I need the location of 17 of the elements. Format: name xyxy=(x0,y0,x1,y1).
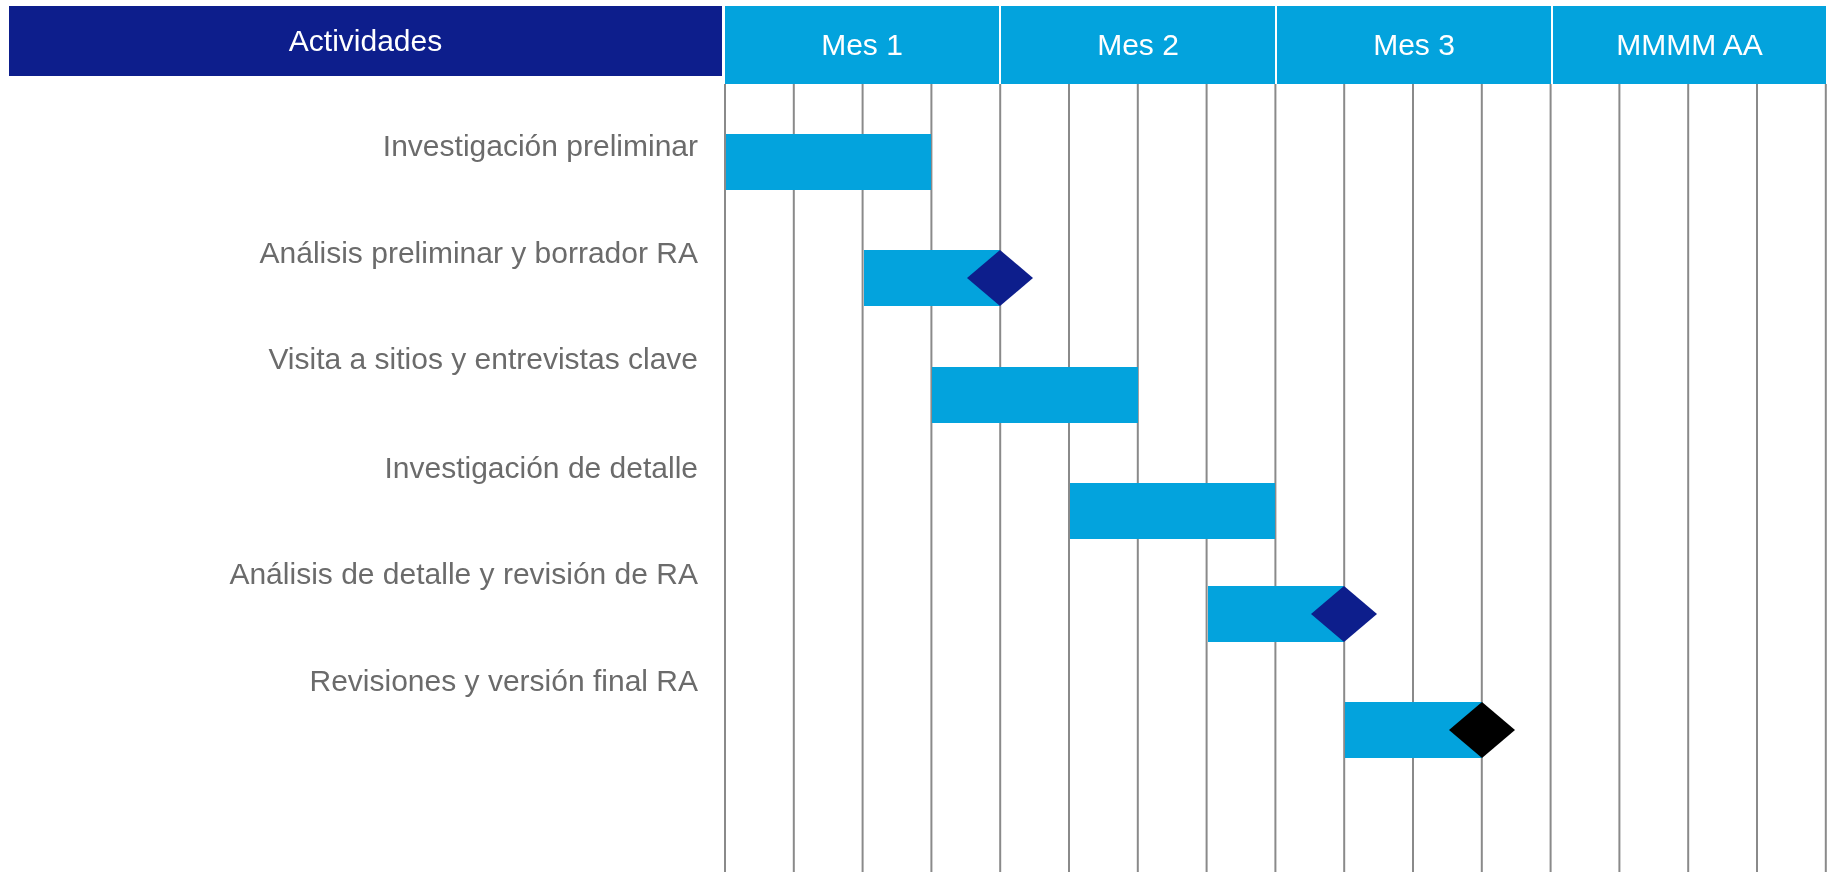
task-bar xyxy=(1070,483,1276,539)
activity-label: Investigación preliminar xyxy=(382,129,698,163)
activity-label: Investigación de detalle xyxy=(384,451,698,485)
activity-label: Análisis preliminar y borrador RA xyxy=(259,236,698,270)
task-bar xyxy=(726,134,932,190)
task-bar xyxy=(932,367,1138,423)
milestone-diamond xyxy=(1311,586,1378,642)
month-header: Mes 3 xyxy=(1277,6,1551,84)
activity-label: Análisis de detalle y revisión de RA xyxy=(229,557,698,591)
milestone-diamond xyxy=(1448,702,1515,758)
month-header: Mes 1 xyxy=(725,6,999,84)
activity-label: Visita a sitios y entrevistas clave xyxy=(268,342,698,376)
month-header: Mes 2 xyxy=(1001,6,1275,84)
milestone-diamond xyxy=(967,250,1034,306)
month-header: MMMM AA xyxy=(1553,6,1826,84)
column-header: Actividades xyxy=(9,6,722,76)
activity-label: Revisiones y versión final RA xyxy=(309,664,698,698)
